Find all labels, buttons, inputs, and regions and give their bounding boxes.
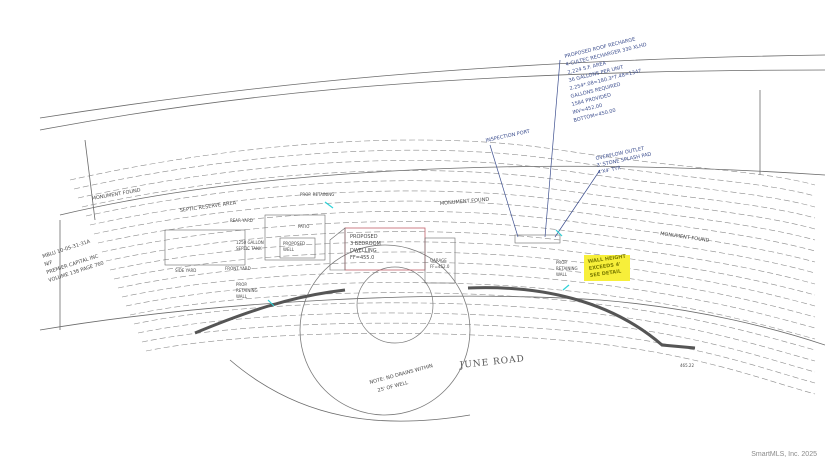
boundary-lines (39, 54, 825, 422)
contour-line (121, 272, 816, 329)
label-tank-0: 1250 GALLON (236, 240, 264, 245)
retaining-wall-right (467, 286, 696, 350)
label-house-2: DWELLING (350, 248, 377, 254)
septic-system (164, 214, 561, 266)
label-front-yard: FRONT YARD (225, 266, 251, 271)
contour-line (73, 149, 816, 197)
contour-line (89, 190, 816, 241)
contour-line (109, 241, 816, 296)
label-patio: PATIO (298, 224, 309, 229)
label-tank-1: SEPTIC TANK (236, 246, 262, 251)
label-inspection-port: INSPECTION PORT (485, 129, 531, 144)
label-highlight-0: WALL HEIGHT (587, 254, 626, 265)
survey-marks (267, 201, 570, 307)
retaining-wall-left (194, 288, 346, 335)
label-well-1: WELL (283, 247, 295, 252)
label-wall-left-0: PROP. (236, 282, 247, 287)
contour-line (125, 282, 816, 340)
label-highlight-1: EXCEEDS 4' (588, 262, 621, 272)
contour-line (81, 170, 816, 219)
label-wall-left-2: WALL (236, 294, 248, 299)
label-wall-right-0: PROP. (556, 260, 567, 265)
contour-line (101, 221, 816, 274)
label-overflow-2: 4'X4' TYP. (597, 165, 622, 176)
contour-line (113, 251, 816, 307)
septic-circle (356, 266, 434, 344)
label-parcel-1: N/F (44, 260, 54, 268)
contour-line (93, 200, 816, 252)
contour-line (141, 322, 816, 384)
label-parcel-0: MBLU 10-05-31-31A (42, 239, 92, 260)
callout-leaders (489, 59, 601, 238)
contour-line (105, 231, 816, 285)
highlight-box (584, 255, 630, 281)
label-bottom-elev: 465.22 (680, 363, 694, 368)
contour-line (97, 210, 816, 263)
label-house-1: 3 BEDROOM (350, 241, 381, 247)
label-side-yard: SIDE YARD (175, 268, 196, 273)
label-well-0: PROPOSED (283, 241, 305, 246)
contour-line (133, 302, 816, 362)
label-monument-right: MONUMENT FOUND (660, 231, 710, 244)
label-wall-right-1: RETAINING (556, 266, 578, 271)
label-garage-0: GARAGE (430, 258, 447, 263)
retaining-walls (194, 286, 696, 350)
label-garage-1: FF=452.0 (430, 264, 450, 269)
label-wall-right-2: WALL (556, 272, 568, 277)
contour-line (77, 160, 816, 208)
house-footprint (329, 227, 456, 284)
label-house-0: PROPOSED (350, 234, 378, 240)
labels: INSPECTION PORT PROPOSED ROOF RECHARGE 4… (42, 37, 710, 394)
contour-line (137, 312, 816, 373)
contour-line (69, 139, 816, 186)
contour-lines (69, 139, 816, 395)
contour-line (117, 261, 816, 318)
label-road-name: JUNE ROAD (458, 354, 525, 371)
watermark: SmartMLS, Inc. 2025 (751, 451, 817, 458)
label-retaining-top: PROP. RETAINING (300, 192, 334, 197)
contour-line (129, 292, 816, 351)
well-radius-circle (299, 244, 471, 416)
label-wall-left-1: RETAINING (236, 288, 258, 293)
label-rear-yard: REAR YARD (230, 218, 253, 223)
contour-line (145, 333, 816, 395)
label-house-3: FF=455.0 (350, 255, 374, 261)
label-highlight-2: SEE DETAIL (589, 269, 622, 279)
label-monument-top: MONUMENT FOUND (440, 197, 490, 207)
